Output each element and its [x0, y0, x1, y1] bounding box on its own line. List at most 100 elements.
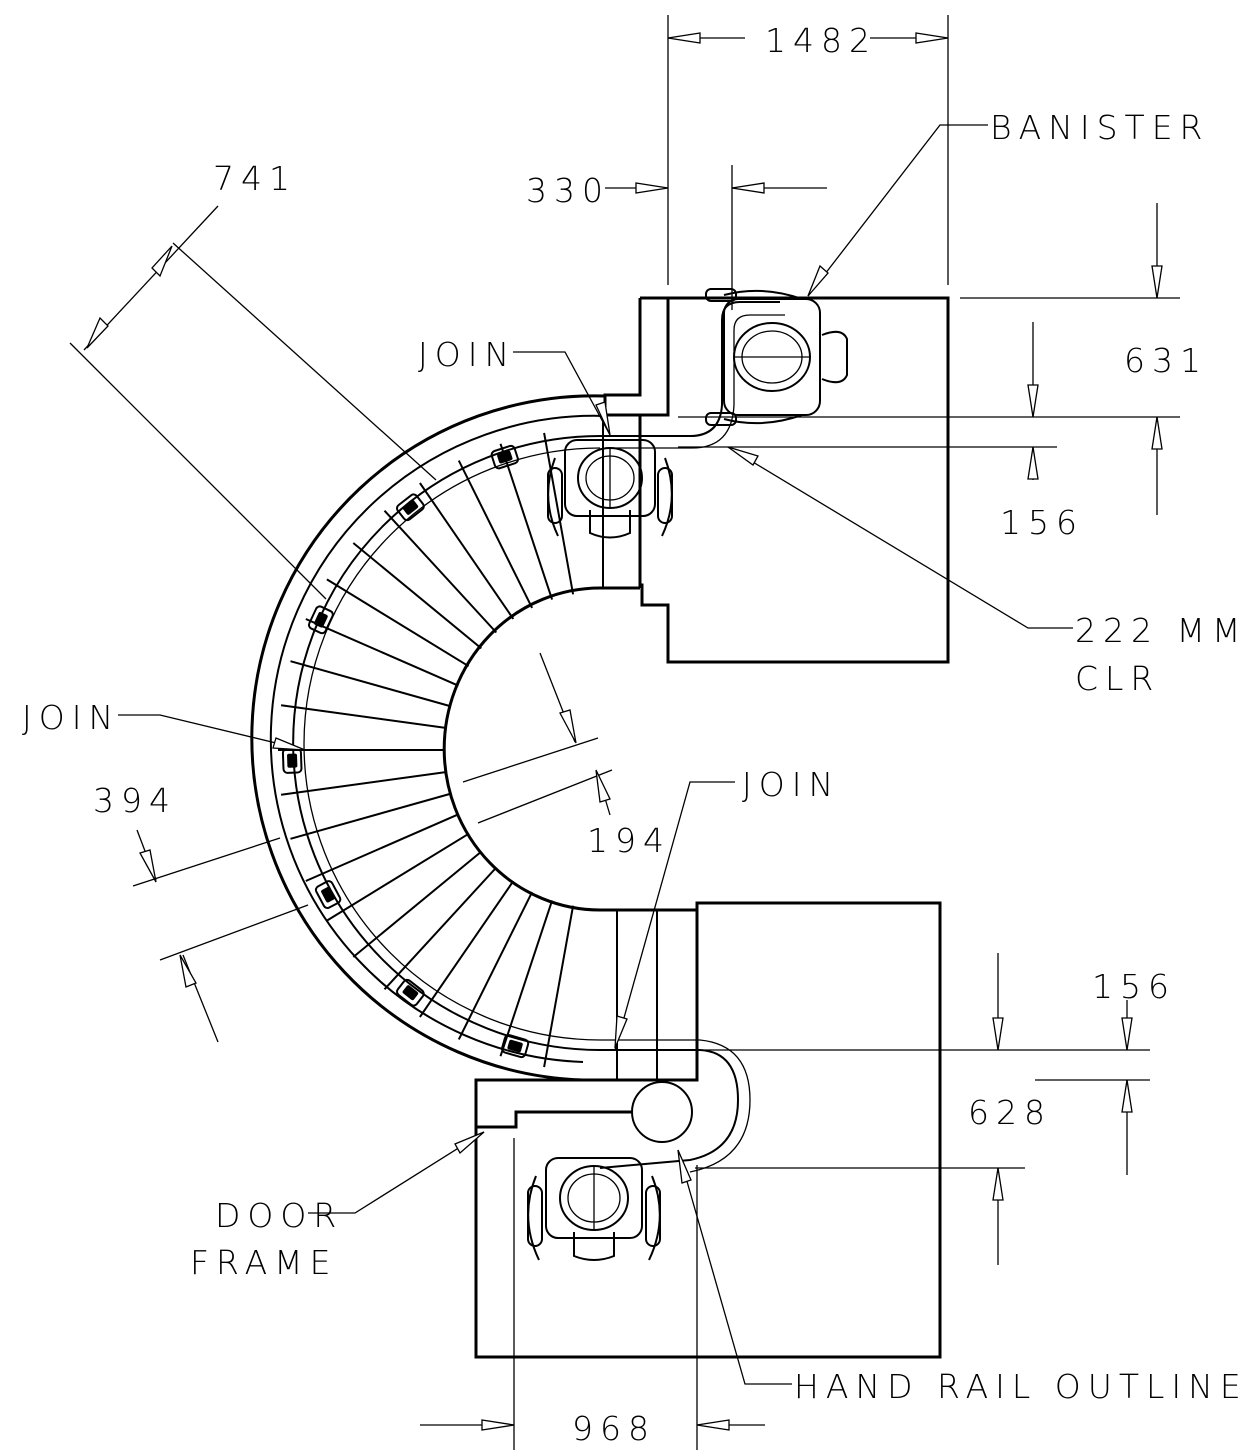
dim-194-label: 194	[587, 821, 671, 860]
rail-bracket	[490, 444, 519, 470]
join-left-label: JOIN	[22, 698, 120, 737]
bracket-clamp	[314, 612, 328, 628]
bracket-clamp	[321, 886, 336, 903]
dim-330-arrow-r	[731, 182, 765, 194]
dim-741-ext-a	[69, 342, 327, 600]
hand-rail-curve	[292, 435, 601, 1051]
dim-394-line-b	[182, 954, 219, 1043]
bracket-clamp	[287, 753, 298, 768]
dim-628-arrow-a	[992, 1017, 1004, 1051]
rail-bracket	[307, 605, 334, 635]
stair-tread-line	[305, 618, 459, 687]
join-mid-arrow	[614, 1015, 628, 1049]
stair-tread-line	[280, 771, 447, 796]
stair-tread-line	[383, 866, 498, 990]
dim-628-arrow-b	[992, 1167, 1004, 1201]
hand-rail-leader	[677, 1149, 792, 1385]
hand-rail-label: HAND RAIL OUTLINE	[794, 1367, 1248, 1406]
stair-tread-line	[499, 900, 554, 1057]
stair-tread-line	[326, 832, 470, 922]
bottom-landing	[474, 901, 942, 1359]
stair-tread-line	[383, 510, 498, 634]
rail-bracket	[501, 1034, 530, 1059]
bracket-clamp	[507, 1039, 523, 1053]
outer-stringer-inner-line	[269, 414, 606, 1063]
rail-bracket	[396, 493, 425, 522]
stair-tread-line	[543, 432, 575, 595]
stair-tread-line	[543, 905, 575, 1068]
hand-rail-curve-inner	[303, 447, 601, 1041]
stair-tread-line	[326, 578, 470, 668]
dim-741-arrow-a	[86, 316, 109, 349]
clearance-label-1: 222 MM	[1075, 611, 1247, 650]
door-frame-label-1: DOOR	[215, 1196, 343, 1235]
door-frame-arrow	[454, 1131, 485, 1155]
join-left-arrow	[272, 737, 306, 751]
join-top-leader	[513, 351, 611, 436]
dim-156-top-label: 156	[1000, 503, 1084, 542]
rail-bracket	[281, 747, 303, 774]
door-frame-notch	[474, 1080, 632, 1129]
rail-bracket	[314, 880, 342, 910]
bracket-body	[490, 444, 519, 470]
bracket-body	[396, 493, 425, 522]
bottom-rail-loop	[599, 1049, 740, 1169]
dim-156-bot-arrow-a	[1121, 1017, 1133, 1051]
outer-stringer	[250, 394, 606, 1082]
dim-741-arrow-b	[151, 245, 173, 278]
bracket-body	[307, 605, 334, 635]
dim-631-label: 631	[1124, 341, 1208, 380]
dim-156-top-arrow-a	[1027, 384, 1039, 418]
stair-tread-line	[352, 542, 482, 650]
door-frame-label-2: FRAME	[190, 1243, 337, 1282]
clearance-leader	[727, 446, 1073, 629]
bracket-body	[314, 880, 342, 910]
dim-968-arrow-l	[481, 1419, 515, 1431]
dim-394-ext-a	[132, 837, 281, 887]
dim-1482-arrow-r	[915, 32, 949, 44]
dim-1482-arrow-l	[667, 32, 701, 44]
dim-631-arrow-top	[1151, 265, 1163, 299]
banister-label: BANISTER	[990, 108, 1210, 147]
dim-194-ext-b	[477, 769, 613, 824]
dim-330-label: 330	[526, 171, 610, 210]
dim-394-label: 394	[93, 781, 177, 820]
rail-brackets	[281, 444, 530, 1059]
stair-tread-line	[457, 460, 533, 609]
banister-arrow	[807, 264, 829, 297]
stair-tread-line	[280, 704, 447, 729]
stair-tread-line	[499, 443, 554, 600]
door-frame-leader	[308, 1131, 485, 1214]
bracket-body	[396, 978, 425, 1007]
dim-628-label: 628	[968, 1093, 1052, 1132]
bracket-body	[501, 1034, 530, 1059]
newel-turn	[631, 1081, 693, 1143]
join-mid-label: JOIN	[742, 765, 840, 804]
stair-well	[442, 586, 697, 912]
clearance-arrow	[727, 446, 759, 466]
dim-194-ext-a	[462, 737, 599, 783]
dim-394-arrow-a	[139, 849, 157, 883]
dim-156-top-arrow-b	[1027, 446, 1039, 480]
rail-bracket	[396, 978, 425, 1007]
join-mid-leader	[614, 781, 735, 1051]
dim-394-ext-b	[159, 904, 309, 961]
stair-tread-line	[352, 850, 482, 958]
join-left-leader	[118, 714, 306, 751]
dim-330-arrow-l	[635, 182, 669, 194]
stair-tread-line	[290, 660, 452, 708]
bracket-clamp	[497, 450, 513, 464]
stair-tread-line	[419, 880, 515, 1018]
bracket-clamp	[402, 499, 419, 515]
hand-rail-arrow	[677, 1149, 692, 1184]
dim-741-ext-b	[172, 242, 437, 481]
bottom-rail-loop-inner	[600, 1039, 751, 1173]
top-rail-extension-inner	[605, 314, 785, 449]
dim-394-arrow-b	[179, 954, 197, 988]
stair-tread-line	[419, 482, 515, 620]
dim-968-label: 968	[572, 1409, 656, 1448]
dim-741-label: 741	[213, 159, 297, 198]
clearance-label-2: CLR	[1075, 659, 1160, 698]
